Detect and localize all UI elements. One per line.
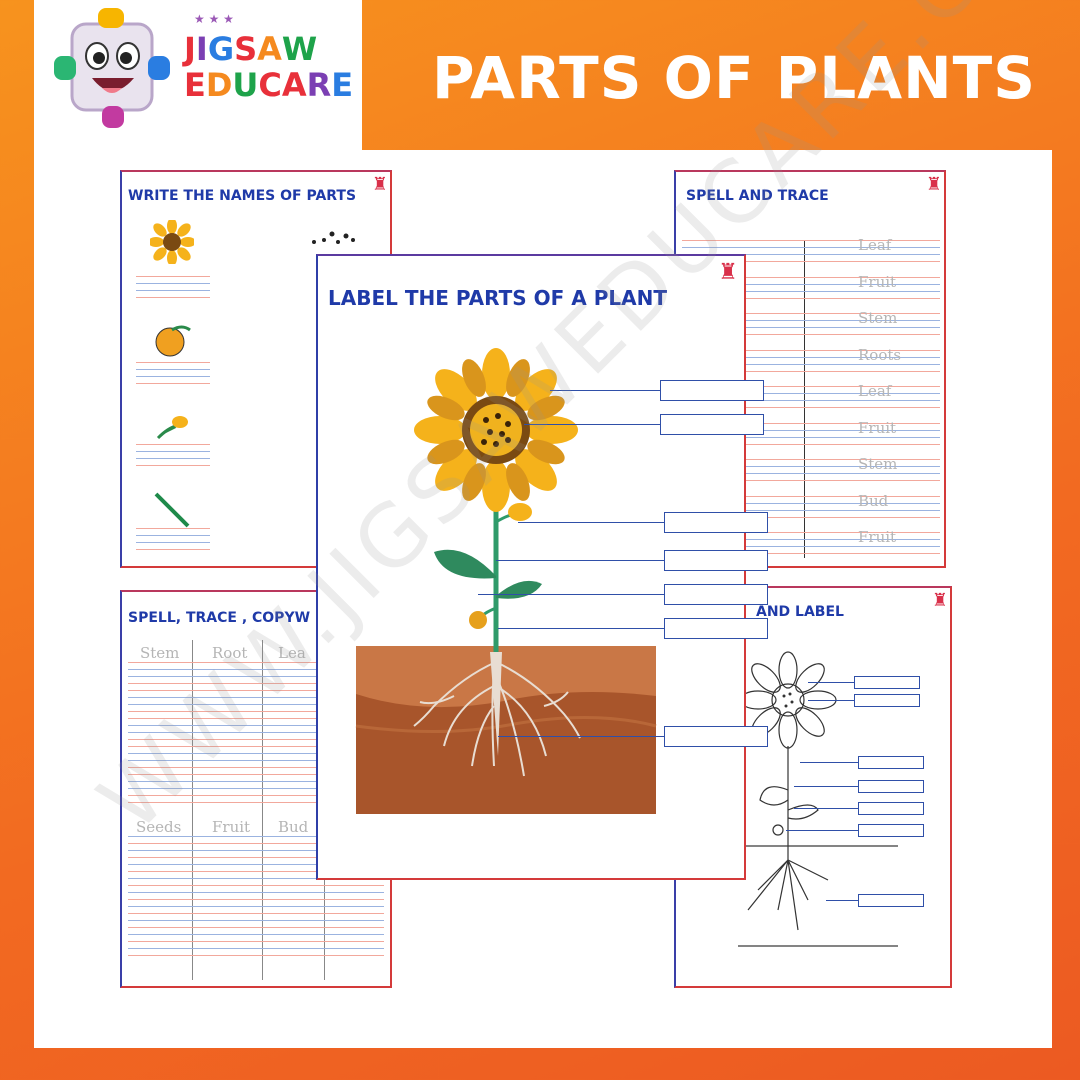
label-box-7[interactable] [664,726,768,747]
copy-word: Bud [278,818,309,836]
trace-word: Fruit [858,528,897,546]
writing-lines [682,532,940,560]
mascot-badge-icon: ♜ [371,174,388,195]
label-pointer [808,700,854,701]
column-divider [804,240,805,558]
label-pointer [794,786,858,787]
label-box-5[interactable] [664,584,768,605]
mascot-badge-icon: ♜ [718,260,738,285]
sparkle-icon: ★ ★ ★ [194,12,234,26]
writing-lines [136,362,210,390]
trace-word: Leaf [858,382,892,400]
label-pointer [478,594,664,595]
mascot-badge-icon: ♜ [931,590,948,611]
trace-word: Stem [858,455,898,473]
outline-plant-icon [738,651,898,947]
writing-lines [682,240,940,268]
writing-lines [136,528,210,556]
writing-lines [682,422,940,451]
writing-lines [136,276,210,304]
sheet-label-main: LABEL THE PARTS OF A PLANT ♜ [316,254,768,880]
small-label-box-4[interactable] [858,780,924,793]
label-box-2[interactable] [660,414,764,435]
logo-line-1: JIGSAW [184,30,318,68]
stem-icon [154,492,190,528]
sunflower-icon [150,220,194,264]
label-pointer [786,830,858,831]
logo-line-2: EDUCARE [184,66,354,104]
trace-word: Roots [858,345,902,364]
label-pointer [518,522,664,523]
mascot-badge-icon: ♜ [925,174,942,195]
seeds-icon [312,231,355,244]
copy-word: Stem [140,644,180,662]
trace-word: Bud [858,491,889,510]
trace-word: Stem [858,309,898,327]
copy-word: Seeds [136,818,182,836]
fruit-icon [155,325,191,357]
copy-word: Lea [278,644,306,662]
label-box-4[interactable] [664,550,768,571]
copy-word: Fruit [212,818,251,836]
jigsaw-mascot-icon [54,8,170,128]
sheet-title: SPELL, TRACE , COPYW [128,610,311,626]
trace-word: Fruit [858,272,897,291]
label-pointer [800,762,858,763]
page-title: PARTS OF PLANTS [432,44,1037,112]
label-pointer [826,900,858,901]
writing-lines [136,444,210,472]
sheet-title: AND LABEL [756,604,844,620]
trace-word: Fruit [858,418,897,437]
label-pointer [808,682,854,683]
sheet-title: SPELL AND TRACE [686,188,829,204]
copy-word: Root [212,644,248,662]
label-pointer [496,560,664,561]
logo-box: JIGSAW EDUCARE ★ ★ ★ [34,0,362,150]
label-box-1[interactable] [660,380,764,401]
writing-lines [682,386,940,414]
writing-lines [682,276,940,305]
label-pointer [524,424,660,425]
small-label-box-1[interactable] [854,676,920,689]
writing-lines [682,313,940,341]
label-pointer [498,736,664,737]
writing-lines [682,349,940,378]
small-label-box-6[interactable] [858,824,924,837]
small-label-box-7[interactable] [858,894,924,907]
writing-lines [682,459,940,487]
copy-grid: Stem Root Lea Seeds Fruit Bud [128,640,384,980]
small-label-box-5[interactable] [858,802,924,815]
sheet-title: WRITE THE NAMES OF PARTS [128,188,357,204]
label-box-3[interactable] [664,512,768,533]
bud-icon [156,416,188,440]
sunflower-plant-illustration [355,348,657,814]
label-pointer [498,628,664,629]
small-label-box-3[interactable] [858,756,924,769]
small-label-box-2[interactable] [854,694,920,707]
trace-word: Leaf [858,236,892,254]
writing-lines [682,495,940,524]
main-sheet-title: LABEL THE PARTS OF A PLANT [328,286,667,310]
label-pointer [550,390,660,391]
label-box-6[interactable] [664,618,768,639]
label-pointer [794,808,858,809]
